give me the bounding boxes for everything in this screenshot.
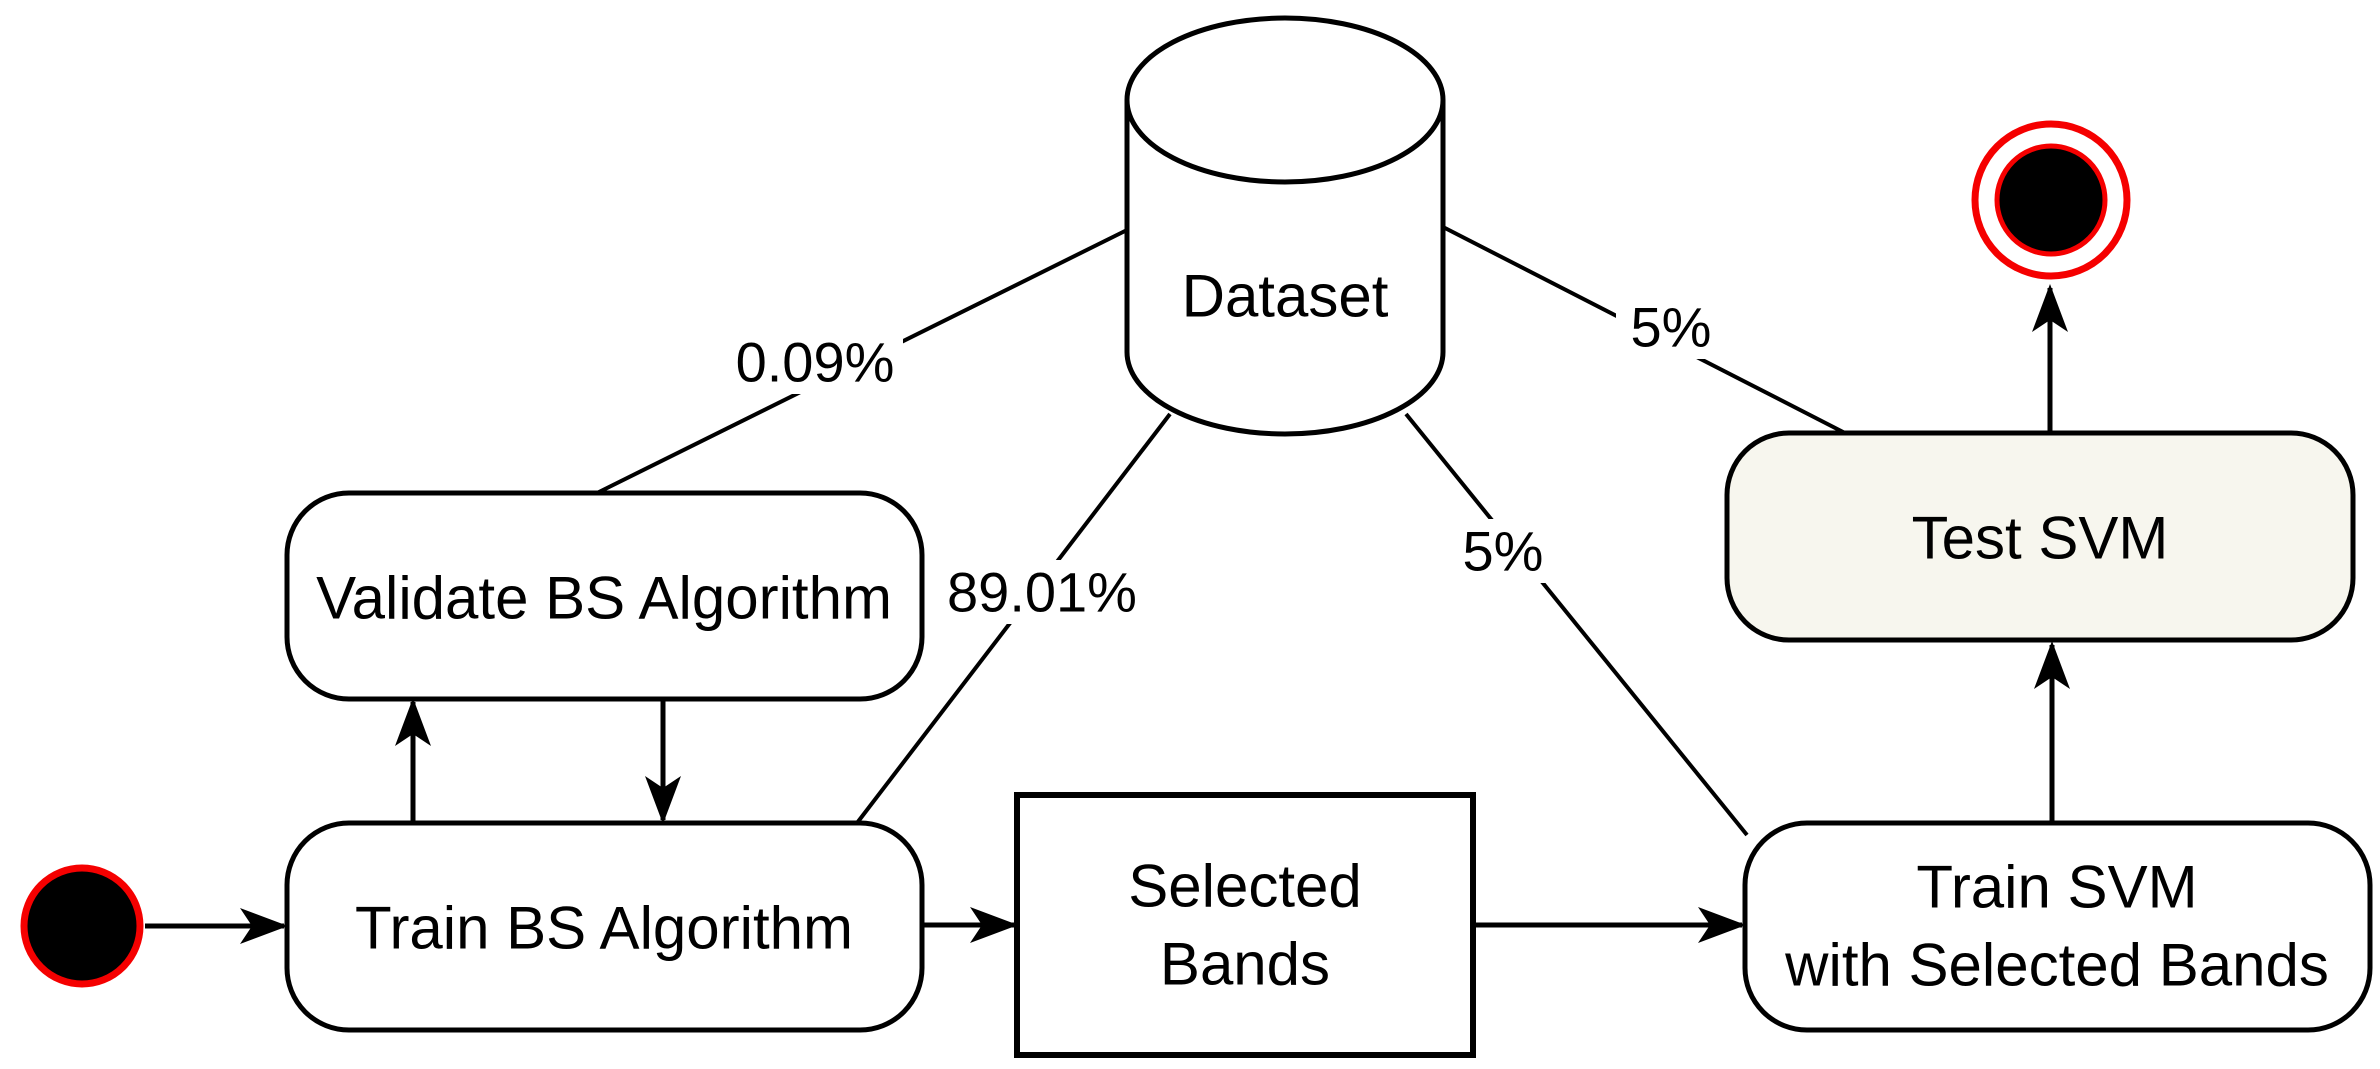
node-train-svm: Train SVM with Selected Bands [1742,820,2373,1033]
end-state-inner-dot [1994,143,2108,257]
test-svm-box [1724,430,2356,643]
end-state-icon [1971,120,2131,280]
start-state-icon [20,864,144,988]
train-svm-label-line1: Train SVM [1916,854,2197,921]
edge-label-bg [1616,295,1726,359]
train-bs-box [284,820,925,1033]
node-train-bs: Train BS Algorithm [284,820,925,1033]
edge-label-dataset-to-train-svm: 5% [1448,519,1558,583]
end-state-outer-ring [1971,120,2131,280]
edge-label-bg [1448,519,1558,583]
edge-label-dataset-to-validate: 0.09% [728,330,903,394]
edge-label-bg [932,560,1152,624]
edge-label-text: 5% [1463,520,1544,583]
node-validate-bs: Validate BS Algorithm [284,490,925,702]
train-bs-label: Train BS Algorithm [355,895,853,962]
dataset-cylinder-top [1124,15,1446,185]
selected-bands-box [1014,792,1476,1058]
node-dataset: Dataset [1124,15,1446,437]
edge-label-text: 0.09% [736,331,895,394]
test-svm-label: Test SVM [1912,505,2169,572]
edge-label-bg [728,330,903,394]
node-selected-bands: Selected Bands [1014,792,1476,1058]
edge-dataset-to-train-svm [1404,412,1749,837]
dataset-label: Dataset [1182,263,1389,330]
node-test-svm: Test SVM [1724,430,2356,643]
edge-label-text: 89.01% [947,561,1137,624]
dataset-cylinder-body [1124,100,1446,437]
edge-label-dataset-to-test-svm: 5% [1616,295,1726,359]
validate-bs-label: Validate BS Algorithm [316,565,892,632]
edge-label-text: 5% [1631,296,1712,359]
selected-bands-label-line1: Selected [1128,853,1362,920]
train-svm-label-line2: with Selected Bands [1784,932,2329,999]
train-svm-box [1742,820,2373,1033]
selected-bands-label-line2: Bands [1160,931,1330,998]
validate-bs-box [284,490,925,702]
edge-label-dataset-to-train-bs: 89.01% [932,560,1152,624]
